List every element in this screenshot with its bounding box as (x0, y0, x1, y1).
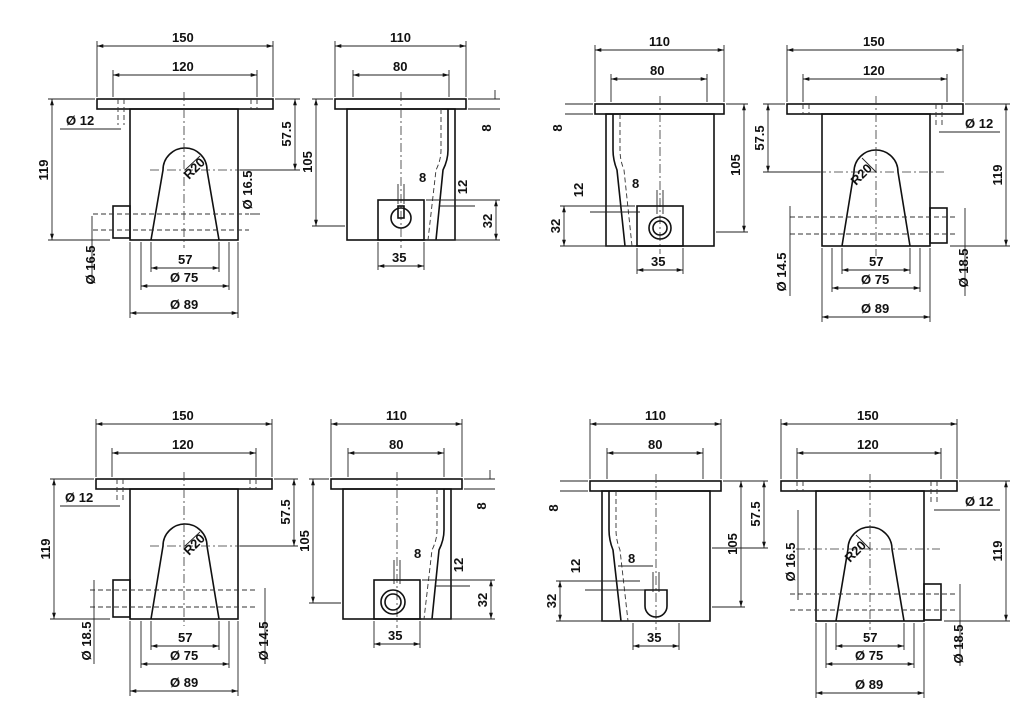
dim-phi89: Ø 89 (170, 297, 198, 312)
dim-120-br: 120 (857, 437, 879, 452)
dim-119: 119 (36, 160, 51, 181)
dim-119-bl: 119 (38, 539, 53, 560)
view-top-left-front: 150 120 119 Ø 12 57.5 Ø 16.5 R20 Ø 16.5 … (36, 30, 300, 318)
dim-8-slot-d: 8 (628, 551, 635, 566)
dim-57-5-d: 57.5 (748, 501, 763, 526)
dim-35-d: 35 (647, 630, 661, 645)
dim-phi75: Ø 75 (170, 270, 198, 285)
dim-phi75-bl: Ø 75 (170, 648, 198, 663)
view-bottom-right-front: 150 120 Ø 12 119 Ø 16.5 R20 Ø 18.5 57 Ø … (780, 408, 1010, 698)
dim-phi12-br: Ø 12 (965, 494, 993, 509)
dim-57-tr: 57 (869, 254, 883, 269)
dim-8-flange-d: 8 (546, 504, 561, 511)
dim-phi14-5-tr: Ø 14.5 (774, 252, 789, 291)
dim-phi18-5-bl: Ø 18.5 (79, 621, 94, 660)
dim-110: 110 (390, 30, 411, 45)
dim-120-bl: 120 (172, 437, 194, 452)
dim-8-flange-b: 8 (550, 124, 565, 131)
dim-phi89-tr: Ø 89 (861, 301, 889, 316)
dim-105: 105 (300, 151, 315, 173)
dim-110-c: 110 (386, 408, 407, 423)
dim-80: 80 (393, 59, 407, 74)
dim-35-b: 35 (651, 254, 665, 269)
dim-105-b: 105 (728, 154, 743, 176)
dim-80-b: 80 (650, 63, 664, 78)
view-top-side-a: 110 80 105 8 8 12 32 35 (300, 30, 500, 270)
dim-phi12-tr: Ø 12 (965, 116, 993, 131)
dim-150: 150 (172, 30, 194, 45)
dim-12-d: 12 (568, 559, 583, 573)
view-bottom-side-c: 110 80 105 8 8 12 32 35 (297, 408, 495, 648)
dim-phi12: Ø 12 (66, 113, 94, 128)
dim-12-c: 12 (451, 558, 466, 572)
dim-8-slot-b: 8 (632, 176, 639, 191)
view-bottom-side-d: 110 80 8 105 57.5 8 12 32 35 (544, 408, 768, 650)
view-bottom-left-front: 150 120 119 Ø 12 57.5 R20 Ø 18.5 Ø 14.5 … (38, 408, 298, 696)
dim-phi18-5-tr: Ø 18.5 (956, 248, 971, 287)
dim-8-flange: 8 (479, 124, 494, 131)
dim-32-c: 32 (475, 593, 490, 607)
dim-32: 32 (480, 214, 495, 228)
dim-12: 12 (455, 180, 470, 194)
dim-8-slot: 8 (419, 170, 426, 185)
dim-32-d: 32 (544, 594, 559, 608)
view-top-right-front: 150 120 57.5 119 Ø 12 R20 Ø 14.5 Ø 18.5 … (752, 34, 1010, 322)
dim-119-tr: 119 (990, 165, 1005, 186)
dim-35: 35 (392, 250, 406, 265)
dim-105-d: 105 (725, 533, 740, 555)
dim-8-slot-c: 8 (414, 546, 421, 561)
dim-57-5: 57.5 (279, 121, 294, 146)
dim-57: 57 (178, 252, 192, 267)
dim-phi14-5-bl: Ø 14.5 (256, 621, 271, 660)
dim-phi89-bl: Ø 89 (170, 675, 198, 690)
dim-150-br: 150 (857, 408, 879, 423)
dim-12-b: 12 (571, 183, 586, 197)
dim-57-5-bl: 57.5 (278, 499, 293, 524)
dim-120-tr: 120 (863, 63, 885, 78)
dim-phi16-5: Ø 16.5 (240, 170, 255, 209)
dim-150-bl: 150 (172, 408, 194, 423)
dim-phi16-5-boss: Ø 16.5 (83, 245, 98, 284)
dim-105-c: 105 (297, 530, 312, 552)
dim-80-c: 80 (389, 437, 403, 452)
dim-80-d: 80 (648, 437, 662, 452)
dim-8-flange-c: 8 (474, 502, 489, 509)
dim-120: 120 (172, 59, 194, 74)
dim-150-tr: 150 (863, 34, 885, 49)
dim-32-b: 32 (548, 219, 563, 233)
dim-110-b: 110 (649, 34, 670, 49)
dim-57-bl: 57 (178, 630, 192, 645)
dim-phi75-tr: Ø 75 (861, 272, 889, 287)
dim-phi75-br: Ø 75 (855, 648, 883, 663)
dim-phi89-br: Ø 89 (855, 677, 883, 692)
dim-phi12-bl: Ø 12 (65, 490, 93, 505)
dim-35-c: 35 (388, 628, 402, 643)
dim-57-br: 57 (863, 630, 877, 645)
dim-119-br: 119 (990, 541, 1005, 562)
dim-57-5-tr: 57.5 (752, 125, 767, 150)
dim-110-d: 110 (645, 408, 666, 423)
dim-phi16-5-br: Ø 16.5 (783, 542, 798, 581)
view-top-side-b: 110 80 8 105 8 12 32 35 (548, 34, 748, 274)
dim-phi18-5-br: Ø 18.5 (951, 624, 966, 663)
